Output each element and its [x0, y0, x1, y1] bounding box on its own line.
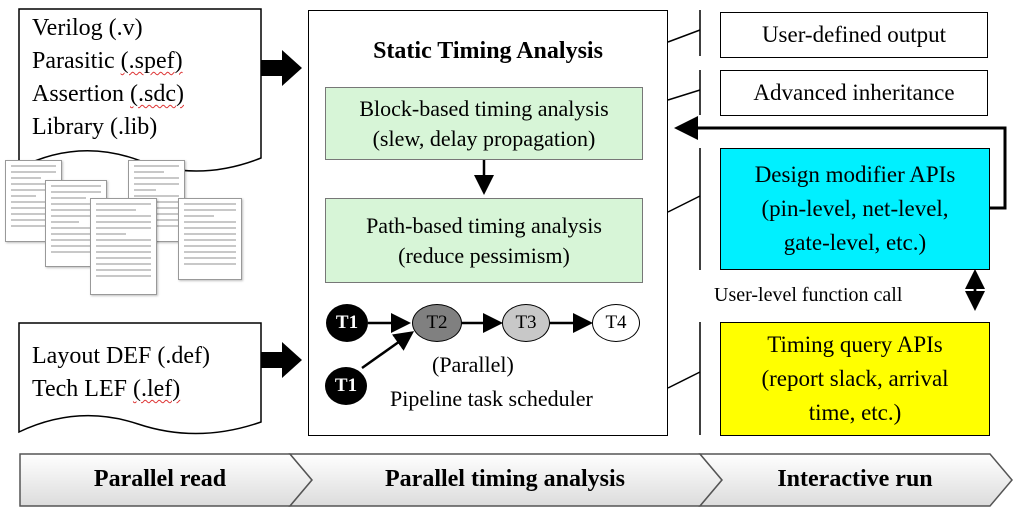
path-based-analysis-box: Path-based timing analysis (reduce pessi… [325, 198, 643, 283]
connector-line [667, 195, 701, 213]
file-assertion: Assertion (.sdc) [32, 81, 184, 107]
user-defined-output-label: User-defined output [761, 22, 947, 47]
file-verilog: Verilog (.v) [32, 15, 143, 41]
design-modifier-detail: gate-level, etc.) [783, 230, 927, 255]
timing-query-detail: (report slack, arrival [761, 366, 949, 391]
block-based-detail: (slew, delay propagation) [372, 125, 596, 151]
design-modifier-api-box: Design modifier APIs (pin-level, net-lev… [720, 148, 990, 270]
sta-panel [308, 10, 668, 436]
function-call-label: User-level function call [714, 284, 903, 306]
path-based-detail: (reduce pessimism) [398, 242, 570, 268]
sta-title: Static Timing Analysis [373, 38, 603, 64]
advanced-inheritance-box: Advanced inheritance [720, 70, 988, 116]
pipeline-arrow-t1b-t2 [361, 331, 415, 370]
file-thumbnail [178, 198, 242, 280]
connector-line [667, 371, 701, 389]
file-parasitic: Parasitic (.spef) [32, 48, 183, 74]
timing-query-api-box: Timing query APIs (report slack, arrival… [720, 322, 990, 436]
connector-line [667, 89, 701, 101]
task-node-t1: T1 [325, 367, 367, 405]
advanced-inheritance-label: Advanced inheritance [753, 80, 955, 105]
input-arrow-top [258, 50, 302, 86]
file-library: Library (.lib) [32, 114, 158, 140]
task-node-t3: T3 [502, 304, 550, 342]
task-node-t2: T2 [412, 304, 462, 342]
stage-parallel-timing: Parallel timing analysis [385, 466, 625, 492]
input-arrow-bottom [258, 342, 302, 378]
user-defined-output-box: User-defined output [720, 12, 988, 58]
path-based-title: Path-based timing analysis [366, 212, 602, 238]
file-thumbnail [90, 198, 157, 295]
block-based-analysis-box: Block-based timing analysis (slew, delay… [325, 87, 643, 160]
block-based-title: Block-based timing analysis [359, 95, 609, 121]
stage-interactive-run: Interactive run [777, 466, 933, 492]
scheduler-parallel-label: (Parallel) [432, 352, 514, 377]
stage-chevron-interactive [698, 453, 1013, 507]
file-tech-lef: Tech LEF (.lef) [32, 376, 181, 402]
connector-line [667, 29, 701, 43]
file-layout-def: Layout DEF (.def) [32, 343, 210, 369]
task-node-t1: T1 [326, 304, 368, 342]
stage-parallel-read: Parallel read [93, 466, 227, 492]
design-modifier-detail: (pin-level, net-level, [761, 196, 949, 221]
feedback-arrow [674, 116, 1007, 210]
design-modifier-title: Design modifier APIs [754, 162, 956, 187]
timing-query-title: Timing query APIs [767, 332, 943, 357]
document-shape-bottom [18, 322, 262, 435]
stage-bar [19, 453, 1013, 507]
timing-query-detail: time, etc.) [808, 400, 902, 425]
input-files-bottom: Layout DEF (.def) Tech LEF (.lef) [32, 340, 210, 406]
scheduler-label: Pipeline task scheduler [390, 386, 593, 411]
task-node-t4: T4 [592, 304, 640, 342]
input-files-top: Verilog (.v) Parasitic (.spef) Assertion… [32, 12, 184, 144]
